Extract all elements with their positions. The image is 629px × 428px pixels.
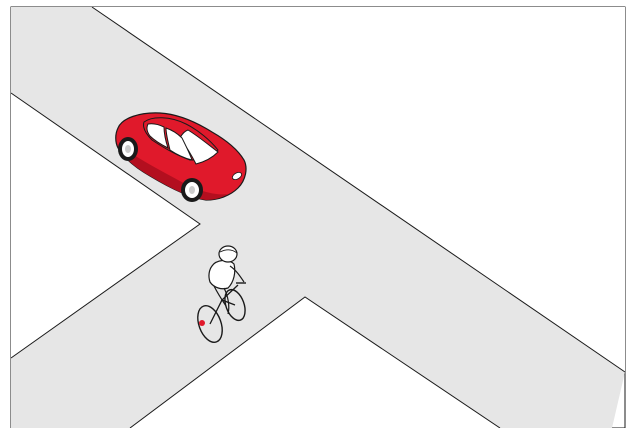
car-wheel-front [181, 178, 203, 202]
rider-torso [209, 260, 235, 288]
rider-helmet [219, 246, 237, 262]
car-wheel-rear [118, 137, 138, 161]
bicycle-reflector [199, 320, 205, 326]
